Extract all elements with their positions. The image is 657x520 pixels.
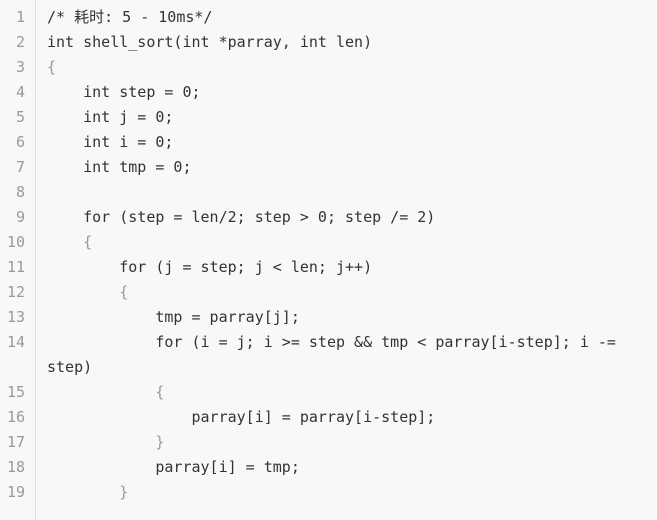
code-line: 18 parray[i] = tmp; [0, 455, 657, 480]
code-text: int shell_sort(int *parray, int len) [47, 33, 373, 51]
code-text: int i = 0; [47, 133, 174, 151]
code-brace: { [47, 283, 129, 301]
code-line: 6 int i = 0; [0, 130, 657, 155]
code-line: 16 parray[i] = parray[i-step]; [0, 405, 657, 430]
code-line: 3 { [0, 55, 657, 80]
code-brace: { [47, 383, 165, 401]
code-comment: /* 耗时: 5 - 10ms*/ [47, 8, 213, 26]
code-text: int j = 0; [47, 108, 174, 126]
code-text: for (i = j; i >= step && tmp < parray[i-… [47, 333, 616, 351]
line-number-gutter [0, 0, 36, 520]
code-line: 2 int shell_sort(int *parray, int len) [0, 30, 657, 55]
code-text: for (step = len/2; step > 0; step /= 2) [47, 208, 436, 226]
line-number: 7 [15, 158, 25, 176]
code-line: 17 } [0, 430, 657, 455]
line-number: 15 [6, 383, 25, 401]
code-line: 13 tmp = parray[j]; [0, 305, 657, 330]
code-line: 14 for (i = j; i >= step && tmp < parray… [0, 330, 657, 355]
code-text: step) [47, 358, 93, 376]
line-number: 10 [6, 233, 25, 251]
line-number: 4 [15, 83, 25, 101]
code-line: 8 [0, 180, 657, 205]
line-number: 14 [6, 333, 25, 351]
line-number: 5 [15, 108, 25, 126]
line-number: 16 [6, 408, 25, 426]
line-number: 8 [15, 183, 25, 201]
line-number: 2 [15, 33, 25, 51]
code-line: 5 int j = 0; [0, 105, 657, 130]
code-brace: } [47, 433, 165, 451]
code-line: 15 { [0, 380, 657, 405]
line-number: 17 [6, 433, 25, 451]
line-number: 18 [6, 458, 25, 476]
code-line: 11 for (j = step; j < len; j++) [0, 255, 657, 280]
code-brace: } [47, 483, 129, 501]
code-text: parray[i] = tmp; [47, 458, 300, 476]
code-text: int step = 0; [47, 83, 201, 101]
code-line: 12 { [0, 280, 657, 305]
code-line-wrapped: step) [0, 355, 657, 380]
code-text: parray[i] = parray[i-step]; [47, 408, 436, 426]
code-text: int tmp = 0; [47, 158, 192, 176]
code-text: tmp = parray[j]; [47, 308, 300, 326]
line-number: 9 [15, 208, 25, 226]
line-number: 19 [6, 483, 25, 501]
code-line: 9 for (step = len/2; step > 0; step /= 2… [0, 205, 657, 230]
code-line: 4 int step = 0; [0, 80, 657, 105]
line-number: 1 [15, 8, 25, 26]
line-number: 3 [15, 58, 25, 76]
line-number: 12 [6, 283, 25, 301]
line-number: 6 [15, 133, 25, 151]
code-line: 1 /* 耗时: 5 - 10ms*/ [0, 5, 657, 30]
line-number: 13 [6, 308, 25, 326]
code-line: 10 { [0, 230, 657, 255]
code-text: for (j = step; j < len; j++) [47, 258, 373, 276]
code-line: 19 } [0, 480, 657, 505]
code-line: 7 int tmp = 0; [0, 155, 657, 180]
code-brace: { [47, 58, 57, 76]
code-brace: { [47, 233, 93, 251]
line-number: 11 [6, 258, 25, 276]
